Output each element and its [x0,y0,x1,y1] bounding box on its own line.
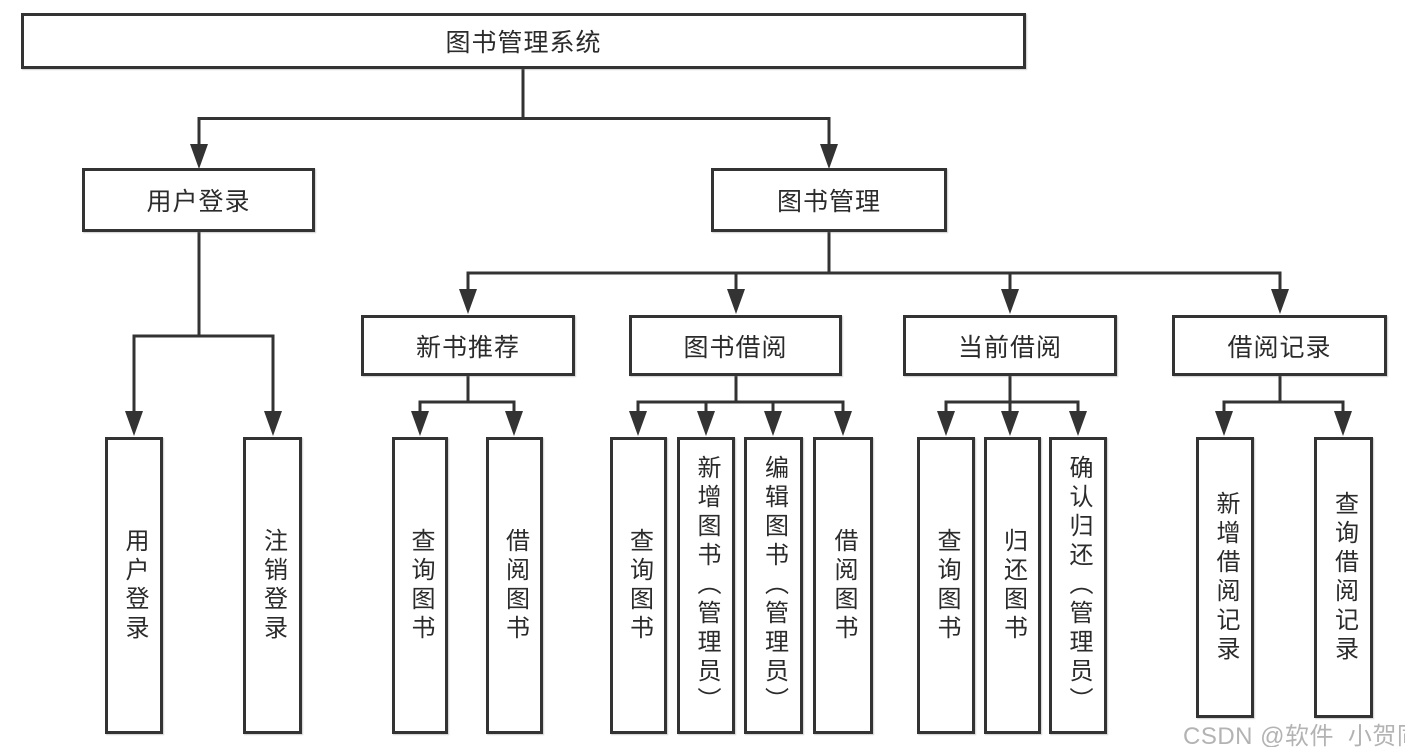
node-label: 归还图书 [999,527,1027,644]
node-label: 借阅图书 [830,527,857,644]
node-user-login-group: 用户登录 [82,168,315,232]
node-label: 查询借阅记录 [1330,490,1358,665]
leaf-add-borrowing-record: 新增借阅记录 [1196,437,1254,718]
node-label: 用户登录 [146,188,251,216]
node-label: 新增图书（管理员） [693,455,720,716]
leaf-borrow-books-2: 借阅图书 [813,437,873,734]
node-label: 查询图书 [933,527,960,644]
node-label: 查询图书 [625,527,653,644]
node-label: 借阅记录 [1227,333,1332,362]
node-current-borrowing: 当前借阅 [903,315,1117,376]
node-label: 新增借阅记录 [1212,490,1239,665]
node-new-book-recommendation: 新书推荐 [361,315,575,376]
leaf-return-book: 归还图书 [984,437,1041,734]
node-label: 查询图书 [407,527,434,644]
leaf-query-books-1: 查询图书 [392,437,448,734]
node-book-management: 图书管理 [711,168,947,232]
node-label: 用户登录 [121,527,148,644]
node-label: 图书管理系统 [445,29,602,57]
node-book-borrowing: 图书借阅 [629,315,842,376]
leaf-add-book-admin: 新增图书（管理员） [677,437,735,734]
leaf-borrow-books-1: 借阅图书 [486,437,543,734]
leaf-query-books-2: 查询图书 [610,437,667,734]
node-label: 图书管理 [776,188,881,216]
csdn-watermark: CSDN @软件_小贺同学 [1183,723,1405,747]
connector-borrowing-records-to-leaves [1215,376,1352,436]
connector-new-book-rec-to-leaves [411,376,523,436]
leaf-query-books-3: 查询图书 [917,437,975,734]
leaf-user-login: 用户登录 [105,437,163,734]
node-label: 当前借阅 [957,333,1062,362]
node-label: 注销登录 [259,527,287,644]
connector-book-borrowing-to-leaves [629,376,852,436]
leaf-logout: 注销登录 [243,437,302,734]
node-label: 确认归还（管理员） [1065,455,1092,716]
node-library-management-system: 图书管理系统 [21,13,1026,69]
leaf-confirm-return-admin: 确认归还（管理员） [1049,437,1107,734]
node-borrowing-records: 借阅记录 [1172,315,1387,376]
connector-book-management-to-level3 [459,232,1289,314]
leaf-query-borrowing-record: 查询借阅记录 [1314,437,1373,718]
node-label: 编辑图书（管理员） [760,455,788,716]
connector-user-login-to-leaves [125,232,282,436]
leaf-edit-book-admin: 编辑图书（管理员） [744,437,803,734]
node-label: 图书借阅 [683,333,788,362]
node-label: 新书推荐 [415,333,520,362]
connector-current-borrowing-to-leaves [937,376,1087,436]
node-label: 借阅图书 [501,527,529,644]
connector-system-to-level2 [190,69,838,169]
